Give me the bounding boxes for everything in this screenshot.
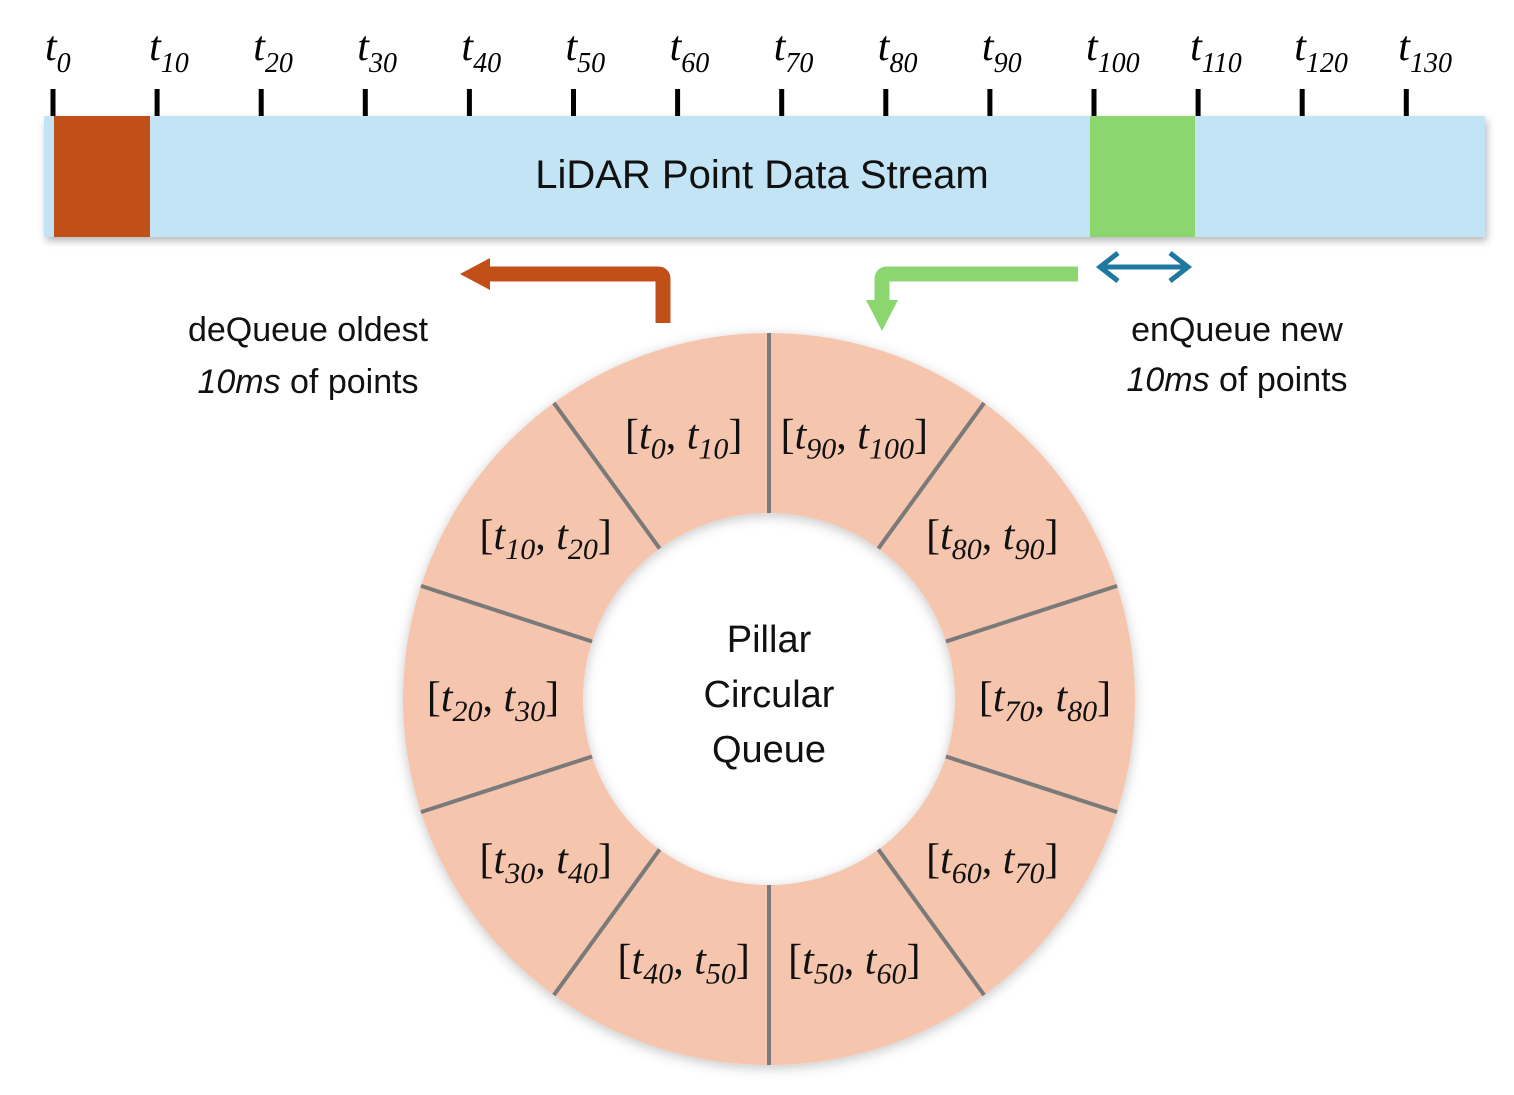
timeline-tick-label: t90 (982, 24, 1022, 79)
lidar-stream-bar: LiDAR Point Data Stream (44, 116, 1485, 237)
queue-center-line3: Queue (712, 729, 826, 771)
pillar-circular-queue: [t0, t10][t10, t20][t20, t30][t30, t40][… (402, 333, 1135, 1065)
segment-divider (552, 401, 662, 550)
timeline-tick-label: t120 (1294, 24, 1348, 79)
segment-divider (945, 754, 1118, 815)
queue-segment-label: [t80, t90] (926, 513, 1058, 566)
segment-dividers (420, 333, 1118, 1065)
dequeue-caption-line1: deQueue oldest (188, 311, 429, 349)
segment-divider (420, 754, 593, 815)
queue-segment-label: [t10, t20] (480, 513, 612, 566)
enqueue-block (1090, 116, 1195, 237)
timeline-tick-label: t60 (670, 24, 710, 79)
enqueue-arrow (866, 266, 1078, 331)
queue-center-line2: Circular (704, 674, 835, 716)
timeline-tick-label: t10 (149, 24, 189, 79)
timeline-tick-label: t110 (1190, 24, 1242, 79)
queue-segment-label: [t60, t70] (926, 837, 1058, 890)
timeline-tick-label: t0 (45, 24, 71, 79)
queue-center-line1: Pillar (727, 619, 812, 661)
queue-segment-label: [t70, t80] (979, 675, 1111, 728)
queue-ring (402, 333, 1135, 1065)
timeline-tick-label: t30 (357, 24, 397, 79)
timeline-tick-label: t70 (774, 24, 814, 79)
timeline-tick-label: t50 (566, 24, 606, 79)
segment-divider (876, 848, 986, 997)
dequeue-arrow (460, 258, 671, 323)
queue-segment-label: [t20, t30] (427, 675, 559, 728)
segment-divider (876, 401, 986, 550)
segment-divider (552, 848, 662, 997)
timeline-tick-label: t20 (253, 24, 293, 79)
timeline-tick-label: t40 (461, 24, 501, 79)
timeline-tick-label: t100 (1086, 24, 1140, 79)
enqueue-interval-arrow (1095, 251, 1193, 283)
queue-segment-label: [t30, t40] (480, 837, 612, 890)
timeline-tick-label: t130 (1398, 24, 1452, 79)
enqueue-caption-line2: 10ms of points (1126, 361, 1347, 399)
queue-segment-label: [t0, t10] (625, 413, 742, 466)
queue-segment-label: [t40, t50] (618, 937, 750, 990)
timeline-ticks: t0 t10 t20 t30 t40 t50 t60 t70 t80 t90 t100 t110 t12… (45, 24, 1452, 116)
stream-label: LiDAR Point Data Stream (535, 153, 989, 197)
segment-labels: [t0, t10][t10, t20][t20, t30][t30, t40][… (427, 413, 1111, 991)
dequeue-block (54, 116, 150, 237)
timeline-tick-label: t80 (878, 24, 918, 79)
dequeue-caption-line2: 10ms of points (197, 363, 418, 401)
queue-segment-label: [t50, t60] (788, 937, 920, 990)
queue-segment-label: [t90, t100] (781, 413, 928, 466)
enqueue-caption-line1: enQueue new (1131, 311, 1343, 349)
segment-divider (945, 583, 1118, 644)
segment-divider (420, 583, 593, 644)
